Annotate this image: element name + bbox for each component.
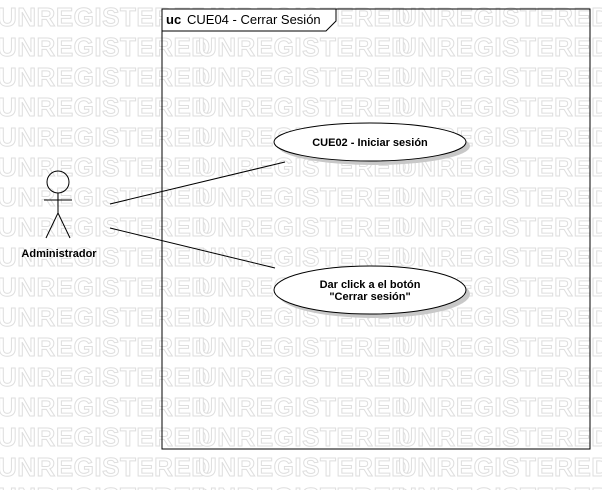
association-line-iniciar: [109, 161, 286, 205]
watermark-text: UNREGISTERED: [0, 422, 211, 452]
actor-stick-figure-icon: [44, 170, 72, 239]
watermark-text: UNREGISTERED: [0, 92, 211, 122]
watermark-text: UNREGISTERED: [398, 32, 602, 62]
watermark-text: UNREGISTERED: [0, 212, 211, 242]
actor-administrador[interactable]: Administrador: [21, 170, 97, 260]
watermark-text: UNREGISTERED: [198, 452, 411, 482]
association-line-cerrar: [109, 227, 276, 269]
actor-label: Administrador: [21, 248, 97, 260]
watermark-text: UNREGISTERED: [0, 182, 211, 212]
watermark-text: UNREGISTERED: [0, 332, 211, 362]
watermark-text: UNREGISTERED: [198, 422, 411, 452]
watermark-text: UNREGISTERED: [398, 392, 602, 422]
watermark-text: UNREGISTERED: [398, 452, 602, 482]
system-frame: uc CUE04 - Cerrar Sesión: [161, 8, 591, 450]
watermark-text: UNREGISTERED: [198, 32, 411, 62]
watermark-text: UNREGISTERED: [398, 422, 602, 452]
watermark-text: UNREGISTERED: [198, 212, 411, 242]
watermark-text: UNREGISTERED: [0, 242, 211, 272]
watermark-text: UNREGISTERED: [398, 2, 602, 32]
watermark-text: UNREGISTERED: [198, 482, 411, 490]
watermark-text: UNREGISTERED: [0, 272, 211, 302]
watermark-text: UNREGISTERED: [198, 362, 411, 392]
watermark-text: UNREGISTERED: [0, 62, 211, 92]
watermark-text: UNREGISTERED: [0, 392, 211, 422]
use-case-label-line-2: "Cerrar sesión": [329, 291, 410, 303]
use-case-label-line-1: Dar click a el botón: [320, 279, 421, 291]
watermark-text: UNREGISTERED: [0, 452, 211, 482]
use-case-cerrar-sesion[interactable]: Dar click a el botón "Cerrar sesión": [273, 265, 470, 318]
watermark-text: UNREGISTERED: [198, 392, 411, 422]
watermark-text: UNREGISTERED: [398, 332, 602, 362]
watermark-text: UNREGISTERED: [398, 362, 602, 392]
watermark-text: UNREGISTERED: [398, 242, 602, 272]
watermark-text: UNREGISTERED: [0, 152, 211, 182]
watermark-text: UNREGISTERED: [198, 92, 411, 122]
watermark-text: UNREGISTERED: [198, 182, 411, 212]
watermark-text: UNREGISTERED: [198, 62, 411, 92]
use-case-label: CUE02 - Iniciar sesión: [312, 137, 428, 149]
watermark-text: UNREGISTERED: [0, 482, 211, 490]
watermark-text: UNREGISTERED: [0, 302, 211, 332]
watermark-text: UNREGISTERED: [0, 32, 211, 62]
watermark-text: UNREGISTERED: [398, 92, 602, 122]
use-case-iniciar-sesion[interactable]: CUE02 - Iniciar sesión: [273, 122, 470, 165]
watermark-text: UNREGISTERED: [398, 212, 602, 242]
frame-tab: [161, 8, 337, 32]
watermark-text: UNREGISTERED: [398, 182, 602, 212]
watermark-text: UNREGISTERED: [0, 122, 211, 152]
frame-title: CUE04 - Cerrar Sesión: [187, 12, 321, 27]
frame-keyword: uc: [166, 12, 181, 27]
watermark-text: UNREGISTERED: [398, 482, 602, 490]
watermark-text: UNREGISTERED: [398, 62, 602, 92]
watermark-text: UNREGISTERED: [198, 332, 411, 362]
watermark-text: UNREGISTERED: [0, 362, 211, 392]
